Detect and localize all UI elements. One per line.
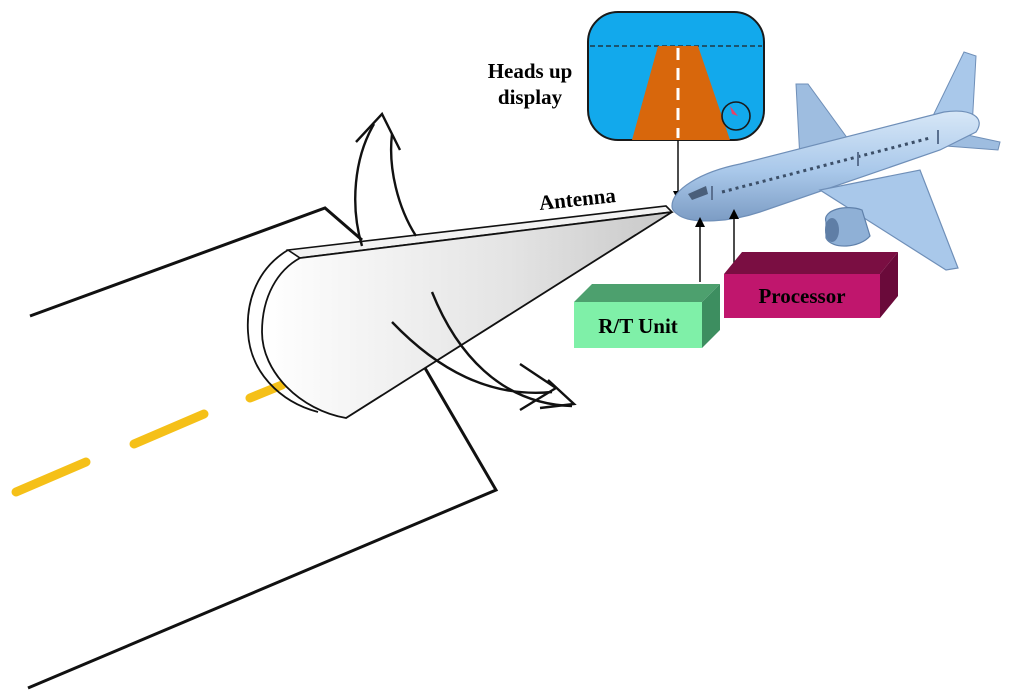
scan-arrow-down (391, 291, 573, 408)
processor-side (880, 252, 898, 318)
runway-edge-lower (27, 355, 499, 690)
runway-centerline (11, 380, 287, 497)
rt-unit-label: R/T Unit (598, 314, 678, 338)
heads-up-display (587, 11, 765, 141)
centerline-dash (129, 409, 209, 449)
hud-label-line1: Heads up (488, 59, 573, 83)
scan-arrows (354, 111, 577, 412)
hud-marker (730, 106, 738, 116)
centerline-dash (11, 457, 91, 497)
beam-rim (246, 249, 319, 413)
beam-cone (261, 211, 673, 419)
target-reticle-icon (721, 101, 751, 131)
processor-box (724, 252, 898, 318)
aircraft-cockpit (688, 186, 708, 200)
scan-arrow-down-head (519, 363, 577, 412)
runway-edge-upper (29, 206, 363, 318)
hud-runway (632, 46, 730, 140)
processor-label: Processor (758, 284, 845, 308)
airliner-icon (671, 51, 1001, 271)
hud-label-line2: display (498, 85, 563, 109)
rt-unit-side (702, 284, 720, 348)
aircraft-near-wing (818, 169, 959, 271)
antenna-beam (246, 205, 674, 419)
centerline-dash (245, 380, 287, 403)
scan-arrow-up (354, 123, 418, 247)
rt-unit-face (574, 302, 702, 348)
scan-arrow-up-head (355, 111, 402, 151)
processor-face (724, 274, 880, 318)
rt-unit-box (574, 284, 720, 348)
processor-top (724, 252, 898, 274)
antenna-label: Antenna (538, 183, 618, 215)
aircraft-engine-intake (825, 218, 839, 242)
rt-unit-top (574, 284, 720, 302)
aircraft-windows (721, 136, 931, 194)
